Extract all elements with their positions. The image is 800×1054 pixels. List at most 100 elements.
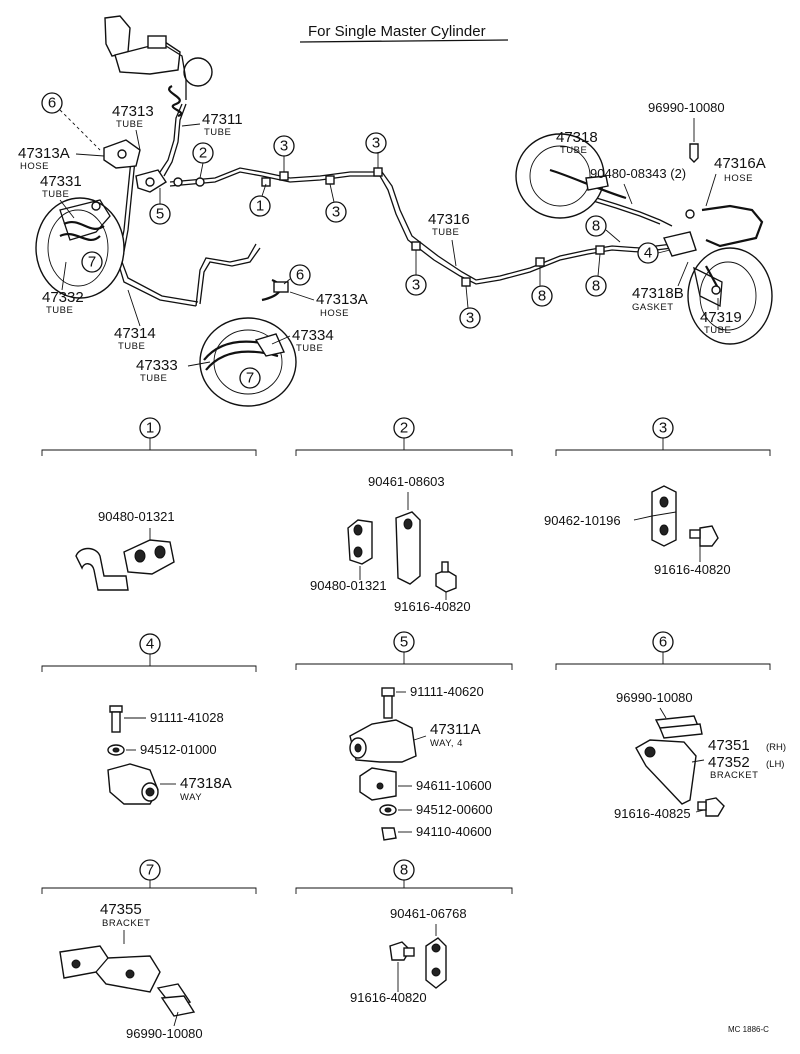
svg-text:8: 8 [400,862,408,879]
master-cylinder [104,15,213,118]
callout-8-a: 8 [531,266,553,307]
callout-6-left: 6 [41,92,101,151]
svg-text:94110-40600: 94110-40600 [416,824,492,839]
svg-text:3: 3 [412,277,420,294]
part-47313A-left-sub: HOSE [20,161,49,172]
part-47313: 47313 [112,103,154,120]
section-8-header: 8 [295,859,513,894]
svg-text:8: 8 [592,278,600,295]
section-1-header: 1 [41,417,257,456]
part-47318: 47318 [556,129,598,146]
svg-text:7: 7 [88,254,96,271]
section-8-parts: 90461-06768 91616-40820 [350,906,467,1005]
svg-text:90462-10196: 90462-10196 [544,513,621,528]
part-47313-sub: TUBE [116,119,143,130]
svg-text:90480-01321: 90480-01321 [98,509,175,524]
svg-text:91616-40820: 91616-40820 [654,562,731,577]
svg-text:94611-10600: 94611-10600 [416,778,492,793]
svg-text:5: 5 [400,634,408,651]
svg-text:94512-00600: 94512-00600 [416,802,493,817]
section-2-header: 2 [295,417,513,456]
part-47318B-sub: GASKET [632,302,674,313]
section-6-header: 6 [555,631,771,670]
svg-text:47351: 47351 [708,737,750,754]
svg-text:1: 1 [146,420,154,437]
section-4-header: 4 [41,633,257,672]
section-6-parts: 96990-10080 47351 (RH) 47352 (LH) BRACKE… [614,690,786,821]
svg-text:7: 7 [146,862,154,879]
svg-text:6: 6 [296,267,304,284]
svg-text:3: 3 [332,204,340,221]
section-1-parts: 90480-01321 [75,509,175,591]
svg-text:6: 6 [659,634,667,651]
svg-text:47318A: 47318A [180,775,232,792]
svg-text:5: 5 [156,206,164,223]
title-underline [299,39,509,43]
svg-text:2: 2 [199,145,207,162]
svg-text:3: 3 [659,420,667,437]
svg-text:90461-06768: 90461-06768 [390,906,467,921]
svg-text:47352: 47352 [708,754,750,771]
section-4-parts: 91111-41028 94512-01000 47318A WAY [107,705,232,805]
part-47334-sub: TUBE [296,343,323,354]
svg-text:BRACKET: BRACKET [710,770,758,781]
svg-text:47311A: 47311A [430,721,481,738]
callout-7-center: 7 [239,367,261,389]
svg-text:BRACKET: BRACKET [102,918,150,929]
callout-3-e: 3 [459,285,481,329]
part-47332: 47332 [42,289,84,306]
svg-text:91111-40620: 91111-40620 [410,684,484,699]
part-47333: 47333 [136,357,178,374]
svg-text:(RH): (RH) [766,742,786,753]
svg-text:91616-40825: 91616-40825 [614,806,691,821]
footer-code: MC 1886-C [728,1025,769,1034]
part-47314-sub: TUBE [118,341,145,352]
part-47313A-center-sub: HOSE [320,308,349,319]
part-47313A-left: 47313A [18,145,70,162]
svg-text:2: 2 [400,420,408,437]
callout-6-center: 6 [283,264,311,286]
svg-text:1: 1 [256,198,264,215]
svg-text:8: 8 [592,218,600,235]
svg-text:91616-40820: 91616-40820 [350,990,427,1005]
section-7-parts: 47355 BRACKET 96990-10080 [59,901,203,1041]
svg-text:3: 3 [280,138,288,155]
callout-5: 5 [149,188,171,225]
left-bracket-assembly [103,139,167,193]
right-upper-brake [515,133,627,219]
part-47311: 47311 [202,111,243,128]
svg-text:7: 7 [246,370,254,387]
svg-text:6: 6 [48,95,56,112]
part-47331: 47331 [40,173,82,190]
part-47319-sub: TUBE [704,325,731,336]
svg-text:91616-40820: 91616-40820 [394,599,471,614]
section-7-header: 7 [41,859,257,894]
diagram-title: For Single Master Cylinder [308,23,486,40]
svg-text:3: 3 [372,135,380,152]
callout-1: 1 [249,183,271,217]
svg-text:90461-08603: 90461-08603 [368,474,445,489]
callout-8-c: 8 [585,215,621,243]
callout-2: 2 [192,142,214,179]
part-47333-sub: TUBE [140,373,167,384]
svg-text:96990-10080: 96990-10080 [616,690,693,705]
part-47316: 47316 [428,211,470,228]
section-2-parts: 90461-08603 90480-01321 91616-40820 [310,474,471,614]
svg-text:96990-10080: 96990-10080 [126,1026,203,1041]
part-47314: 47314 [114,325,156,342]
svg-text:91111-41028: 91111-41028 [150,710,224,725]
callout-3-d: 3 [405,250,427,296]
callout-8-b: 8 [585,253,607,297]
section-3-header: 3 [555,417,771,456]
svg-text:WAY, 4: WAY, 4 [430,738,463,749]
callout-7-left: 7 [81,251,103,273]
svg-text:WAY: WAY [180,792,202,803]
part-47316A-sub: HOSE [724,173,753,184]
left-front-brake [35,197,125,299]
part-96990-top: 96990-10080 [648,100,725,115]
part-47332-sub: TUBE [46,305,73,316]
part-47318B: 47318B [632,285,684,302]
part-47319: 47319 [700,309,742,326]
clip-icon [689,143,699,163]
